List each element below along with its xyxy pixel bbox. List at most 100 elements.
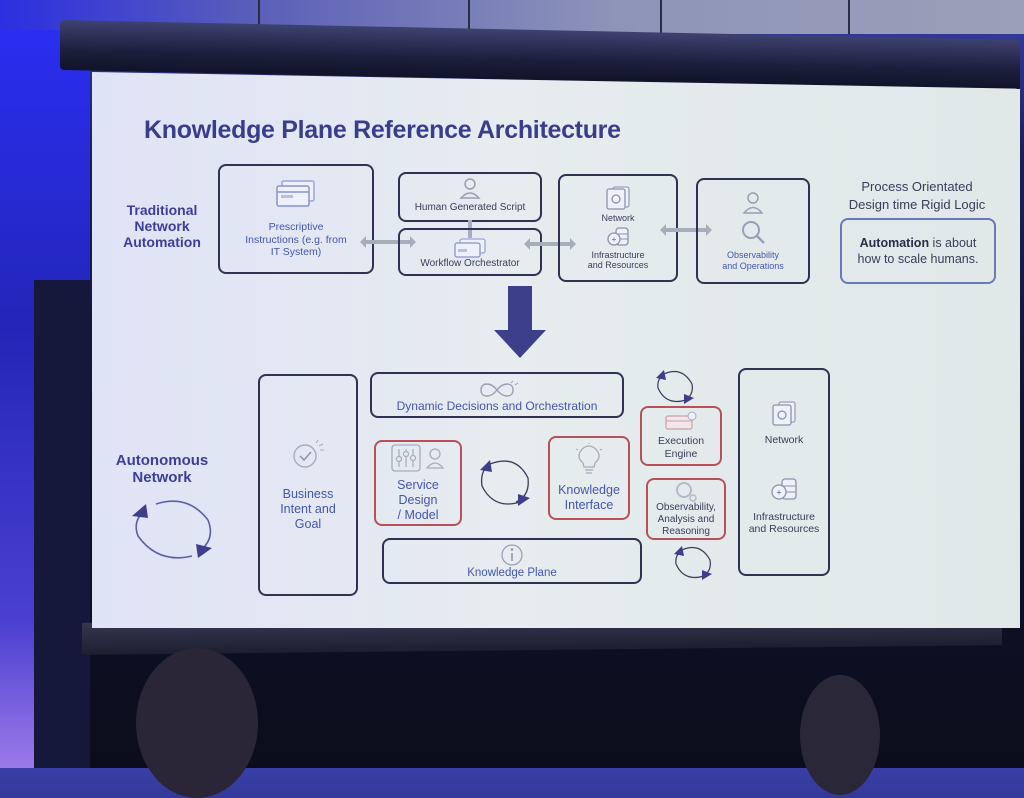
database-plus-icon: + xyxy=(771,477,797,500)
svg-text:+: + xyxy=(612,235,617,244)
label-line: / Model xyxy=(397,507,439,522)
human-generated-script-box: Human Generated Script xyxy=(398,172,542,222)
user-icon xyxy=(742,192,764,214)
label-line: Goal xyxy=(294,516,322,531)
label-line: Execution xyxy=(657,435,705,448)
gear-document-icon xyxy=(606,186,630,210)
slide-title: Knowledge Plane Reference Architecture xyxy=(144,116,621,144)
label-line: Service Design xyxy=(397,477,439,507)
observability-label: Observability and Operations xyxy=(722,250,784,272)
lightbulb-icon xyxy=(575,443,603,474)
window-stack-icon xyxy=(454,238,486,258)
presentation-slide: Knowledge Plane Reference Architecture T… xyxy=(92,72,1020,628)
database-plus-icon: + xyxy=(607,226,629,246)
traditional-row-label: Traditional Network Automation xyxy=(112,202,212,250)
row-label-line: Automation xyxy=(123,234,201,251)
automation-note-box: Automation is about how to scale humans. xyxy=(840,218,996,284)
workflow-label: Workflow Orchestrator xyxy=(420,258,520,269)
label-line: and Resources xyxy=(587,260,649,271)
magnifier-icon xyxy=(676,482,697,502)
side-text-line: Design time Rigid Logic xyxy=(848,196,986,212)
row-label-line: Network xyxy=(134,218,190,235)
prescriptive-instructions-box: Prescriptive Instructions (e.g. from IT … xyxy=(218,164,374,274)
audience-head xyxy=(136,648,258,798)
ceiling-seam xyxy=(468,0,470,34)
sliders-icon xyxy=(391,443,421,472)
cycle-arrows-icon xyxy=(674,546,712,580)
label-line: Observability, xyxy=(656,502,716,513)
autonomous-row-label: Autonomous Network xyxy=(112,452,212,487)
row-label-line: Autonomous xyxy=(115,452,209,469)
label-line: Engine xyxy=(664,448,698,460)
execution-engine-label: Execution Engine xyxy=(658,435,704,460)
ceiling-seam xyxy=(258,0,260,34)
label-line: Instructions (e.g. from xyxy=(245,233,347,246)
label-line: Infrastructure xyxy=(753,510,815,523)
info-icon xyxy=(501,544,523,566)
human-script-label: Human Generated Script xyxy=(414,202,526,213)
user-icon xyxy=(459,178,481,199)
process-oriented-text: Process Orientated Design time Rigid Log… xyxy=(832,178,1002,213)
label-line: Interface xyxy=(564,498,614,512)
knowledge-interface-box: Knowledge Interface xyxy=(548,436,630,520)
label-line: Infrastructure xyxy=(591,249,645,260)
prescriptive-label: Prescriptive Instructions (e.g. from IT … xyxy=(245,221,347,259)
knowledge-plane-box: Knowledge Plane xyxy=(382,538,642,584)
gear-document-icon xyxy=(772,401,796,426)
label-line: Analysis and xyxy=(657,514,715,525)
automation-note-text: Automation is about how to scale humans. xyxy=(858,235,979,268)
knowledge-interface-label: Knowledge Interface xyxy=(558,483,620,513)
ceiling-seam xyxy=(660,0,662,34)
knowledge-plane-label: Knowledge Plane xyxy=(467,567,557,580)
execution-engine-box: Execution Engine xyxy=(640,406,722,466)
row-label-line: Network xyxy=(132,469,192,487)
observability-analysis-label: Observability, Analysis and Reasoning xyxy=(656,502,716,538)
service-design-icons xyxy=(391,443,445,472)
dynamic-decisions-box: Dynamic Decisions and Orchestration xyxy=(370,372,624,418)
resources-box: Network + Infrastructure and Resources xyxy=(738,368,830,576)
infinity-icon xyxy=(480,380,519,397)
label-line: and Resources xyxy=(748,523,820,536)
cycle-arrows-icon xyxy=(656,370,694,404)
label-line: Intent and xyxy=(280,501,336,516)
infrastructure-label: Infrastructure and Resources xyxy=(749,511,820,536)
label-line: Observability xyxy=(726,250,779,261)
observability-analysis-box: Observability, Analysis and Reasoning xyxy=(646,478,726,540)
side-text-line: Process Orientated xyxy=(861,179,973,194)
bidirectional-arrow xyxy=(360,236,416,248)
target-check-icon xyxy=(293,439,324,468)
bidirectional-arrow xyxy=(524,238,576,250)
note-bold: Automation xyxy=(859,235,930,250)
network-label: Network xyxy=(601,212,635,223)
window-check-icon xyxy=(665,411,697,431)
network-label: Network xyxy=(764,434,804,446)
down-arrow-icon xyxy=(494,286,546,358)
row-label-line: Traditional xyxy=(126,202,198,218)
ceiling-seam xyxy=(848,0,850,34)
business-intent-label: Business Intent and Goal xyxy=(280,487,336,532)
cycle-arrows-icon xyxy=(132,500,212,559)
magnifier-icon xyxy=(742,221,765,245)
note-line1: is about xyxy=(929,235,977,250)
user-icon xyxy=(425,447,445,469)
svg-text:+: + xyxy=(776,487,781,497)
cycle-arrows-icon xyxy=(480,460,530,506)
observability-operations-box: Observability and Operations xyxy=(696,178,810,284)
stage-pillar xyxy=(34,280,90,768)
business-intent-box: Business Intent and Goal xyxy=(258,374,358,596)
window-stack-icon xyxy=(276,180,315,207)
service-design-label: Service Design / Model xyxy=(376,478,460,523)
dynamic-decisions-label: Dynamic Decisions and Orchestration xyxy=(396,398,598,413)
infrastructure-label: Infrastructure and Resources xyxy=(588,250,649,272)
label-line: Prescriptive xyxy=(268,221,324,234)
bidirectional-arrow xyxy=(660,224,712,236)
note-line2: how to scale humans. xyxy=(857,252,979,266)
service-design-box: Service Design / Model xyxy=(374,440,462,526)
label-line: Reasoning xyxy=(662,526,710,537)
audience-head xyxy=(800,675,880,795)
workflow-orchestrator-box: Workflow Orchestrator xyxy=(398,228,542,276)
label-line: and Operations xyxy=(722,261,784,271)
label-line: Business xyxy=(282,486,334,501)
label-line: Knowledge xyxy=(558,483,620,497)
label-line: IT System) xyxy=(270,246,322,259)
